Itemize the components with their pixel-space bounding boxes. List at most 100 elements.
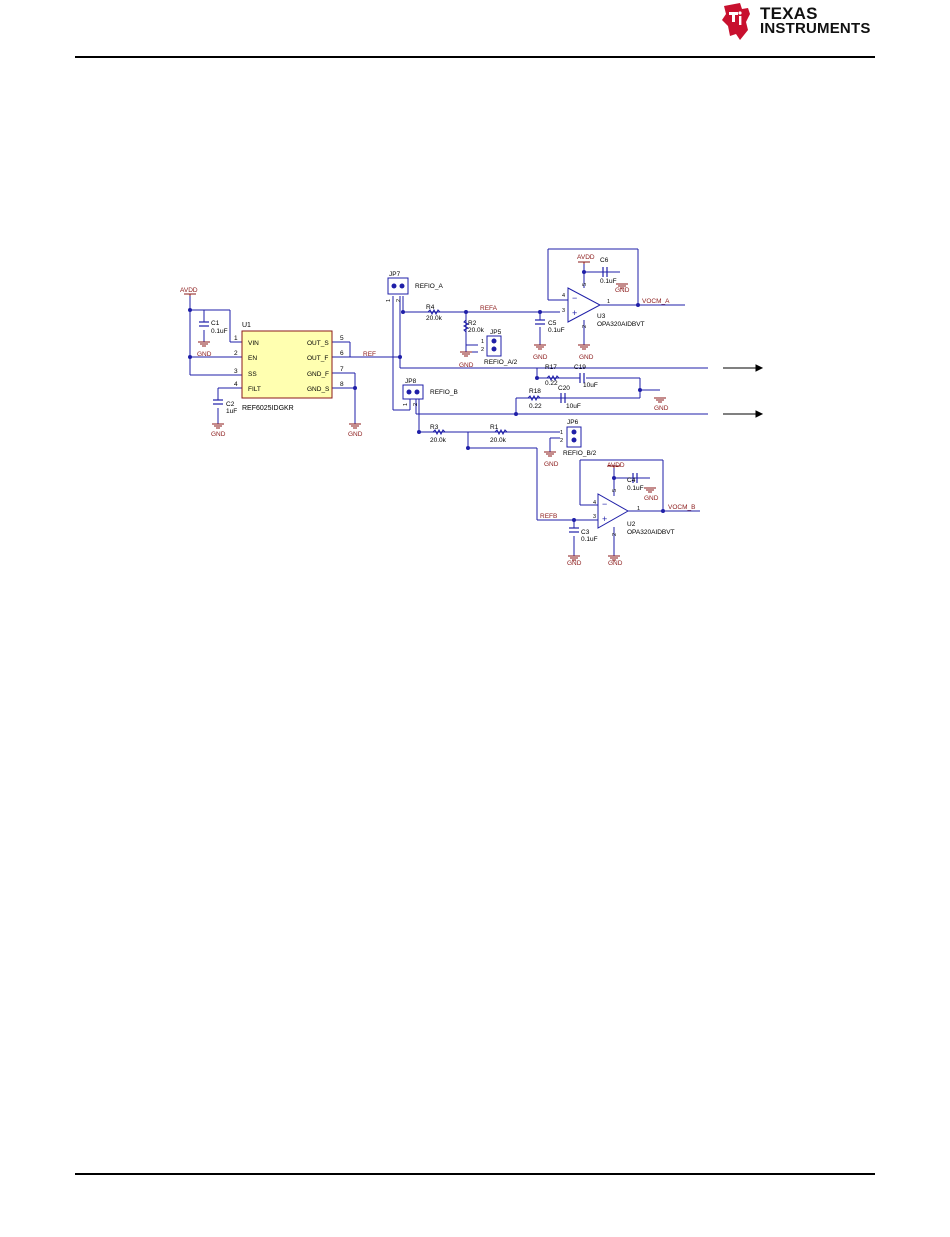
c20-value: 10uF: [566, 403, 581, 410]
svg-text:−: −: [602, 499, 607, 509]
u1-pin8-num: 8: [340, 381, 344, 388]
c20-ref: C20: [558, 385, 570, 392]
u1-pin3-num: 3: [234, 368, 238, 375]
u2-pin3: 3: [593, 514, 596, 520]
header-rule: [75, 56, 875, 58]
u3-ref: U3: [597, 313, 606, 320]
jp8-pin1: 1: [403, 403, 409, 406]
c4-ref: C4: [627, 477, 636, 484]
jp7-pin1: 1: [386, 299, 392, 302]
gnd-label-jp5: GND: [459, 362, 474, 369]
c19-value: 10uF: [583, 382, 598, 389]
u1-pin1-num: 1: [234, 335, 238, 342]
u2-pin1: 1: [637, 506, 640, 512]
net-vocm-a: VOCM_A: [642, 298, 670, 305]
output-arrows: [723, 364, 764, 418]
c19-ref: C19: [574, 364, 586, 371]
brand-line1: TEXAS: [760, 4, 818, 23]
r18-ref: R18: [529, 388, 541, 395]
r2-ref: R2: [468, 320, 477, 327]
net-avdd-u3: AVDD: [577, 254, 595, 261]
jp5-pin2: 2: [481, 347, 484, 353]
footer-rule: [75, 1173, 875, 1175]
u1-pin4-name: FILT: [248, 386, 261, 393]
u3-pin4: 4: [562, 293, 565, 299]
jp8-label: REFIO_B: [430, 389, 458, 396]
u1-pin7-name: GND_F: [307, 371, 329, 378]
ti-logo-icon: [722, 3, 750, 40]
u1-pin6-name: OUT_F: [307, 355, 328, 362]
u1-part: REF6025IDGKR: [242, 405, 294, 412]
gnd-label-u3: GND: [579, 354, 594, 361]
r1-ref: R1: [490, 424, 499, 431]
net-labels: AVDD AVDD AVDD REF REFA REFB VOCM_A VOCM…: [180, 254, 695, 567]
jp6-ref: JP6: [567, 419, 579, 426]
r2-value: 20.0k: [468, 327, 485, 334]
c3-ref: C3: [581, 529, 590, 536]
net-ref: REF: [363, 351, 376, 358]
c1-value: 0.1uF: [211, 328, 228, 335]
jp8-ref: JP8: [405, 378, 417, 385]
gnd-label-c4: GND: [644, 495, 659, 502]
gnd-label-c3: GND: [567, 560, 582, 567]
r3-value: 20.0k: [430, 437, 447, 444]
gnd-label-c1: GND: [197, 351, 212, 358]
r4-value: 20.0k: [426, 315, 443, 322]
ti-logo: [718, 0, 878, 42]
u3-opamp: − + 4 3 1 5 2 U3 OPA320AIDBVT: [562, 283, 645, 328]
jp7-ref: JP7: [389, 271, 401, 278]
u2-opamp: − + 4 3 1 5 2 U2 OPA320AIDBVT: [593, 489, 675, 536]
net-refb: REFB: [540, 513, 557, 520]
u2-pin4: 4: [593, 500, 596, 506]
gnd-label-c19: GND: [654, 405, 669, 412]
u1-pin6-num: 6: [340, 350, 344, 357]
capacitor-symbols: [199, 267, 638, 533]
gnd-label-c6: GND: [615, 287, 630, 294]
r3-ref: R3: [430, 424, 439, 431]
gnd-label-u2: GND: [608, 560, 623, 567]
c6-ref: C6: [600, 257, 609, 264]
c4-value: 0.1uF: [627, 485, 644, 492]
r18-value: 0.22: [529, 403, 542, 410]
u1-chip: U1 REF6025IDGKR 1 VIN 2 EN 3 SS 4 FILT 5…: [234, 322, 344, 412]
u1-pin2-name: EN: [248, 355, 257, 362]
u3-pin2: 2: [582, 325, 588, 328]
junctions: [188, 270, 665, 522]
jp5-label: REFIO_A/2: [484, 359, 518, 366]
resistor-symbols: [427, 308, 560, 436]
u1-pin4-num: 4: [234, 381, 238, 388]
jp5-ref: JP5: [490, 329, 502, 336]
jp7-label: REFIO_A: [415, 283, 443, 290]
component-labels: C1 0.1uF C2 1uF C3 0.1uF C4 0.1uF C5 0.1…: [211, 257, 644, 543]
u1-pin7-num: 7: [340, 366, 344, 373]
ti-brand: TEXAS INSTRUMENTS: [760, 4, 871, 36]
u2-part: OPA320AIDBVT: [627, 529, 675, 536]
power-symbols: [184, 261, 620, 468]
jp5-pin1: 1: [481, 339, 484, 345]
jp6-pin1: 1: [560, 430, 563, 436]
u1-pin8-name: GND_S: [307, 386, 330, 393]
u1-pin3-name: SS: [248, 371, 257, 378]
c2-value: 1uF: [226, 408, 237, 415]
r4-ref: R4: [426, 304, 435, 311]
svg-text:−: −: [572, 293, 577, 303]
net-refa: REFA: [480, 305, 498, 312]
u1-ref: U1: [242, 322, 251, 329]
gnd-label-c5: GND: [533, 354, 548, 361]
net-avdd-u2: AVDD: [607, 462, 625, 469]
jp7-pin2: 2: [396, 299, 402, 302]
gnd-label-c2: GND: [211, 431, 226, 438]
gnd-label-jp6: GND: [544, 461, 559, 468]
jp6-pin2: 2: [560, 438, 563, 444]
r1-value: 20.0k: [490, 437, 507, 444]
c5-ref: C5: [548, 320, 557, 327]
u1-pin5-name: OUT_S: [307, 340, 329, 347]
jp6-label: REFIO_B/2: [563, 450, 597, 457]
u1-pin5-num: 5: [340, 335, 344, 342]
u3-pin5: 5: [582, 283, 588, 286]
c2-ref: C2: [226, 401, 235, 408]
r17-value: 0.22: [545, 380, 558, 387]
u1-pin2-num: 2: [234, 350, 238, 357]
u1-pin1-name: VIN: [248, 340, 259, 347]
